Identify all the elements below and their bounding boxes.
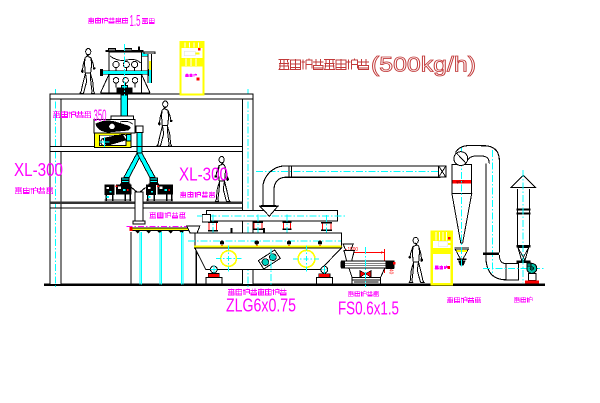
svg-text:(500kg/h): (500kg/h) [371, 54, 476, 77]
svg-text:350: 350 [94, 106, 107, 125]
svg-text:340: 340 [388, 266, 394, 275]
svg-text:φ600: φ600 [456, 180, 464, 184]
svg-text:XL-300: XL-300 [179, 165, 228, 185]
svg-text:ZLG6x0.75: ZLG6x0.75 [226, 296, 296, 316]
svg-text:XL-300: XL-300 [14, 160, 63, 180]
svg-text:1.5: 1.5 [130, 13, 141, 30]
svg-text:FS0.6x1.5: FS0.6x1.5 [338, 299, 399, 319]
